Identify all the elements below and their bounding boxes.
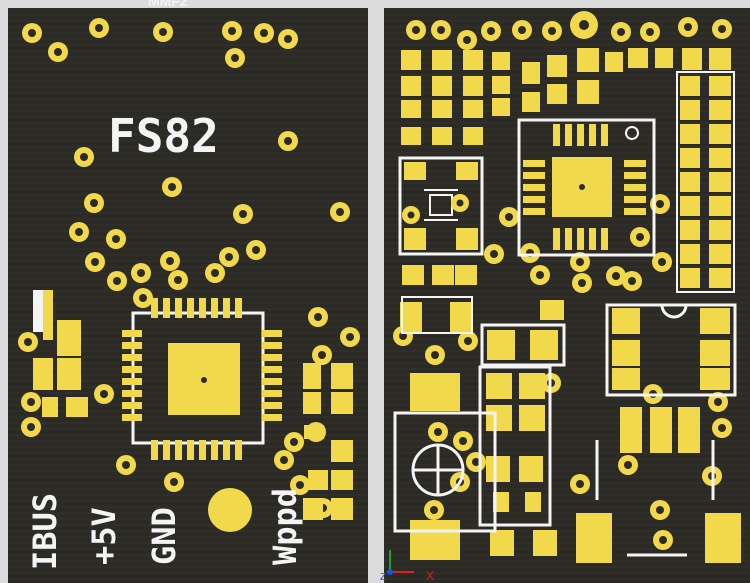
via xyxy=(162,177,182,197)
via xyxy=(630,227,650,247)
via xyxy=(205,263,225,283)
via xyxy=(618,455,638,475)
via xyxy=(222,21,242,41)
via xyxy=(453,431,473,451)
via xyxy=(21,392,41,412)
crystal-footprint xyxy=(398,156,484,256)
via xyxy=(233,204,253,224)
via xyxy=(428,422,448,442)
right-board: Z X xyxy=(380,8,750,583)
via xyxy=(512,20,532,40)
via xyxy=(340,327,360,347)
via xyxy=(89,18,109,38)
via xyxy=(520,243,540,263)
via xyxy=(284,432,304,452)
via xyxy=(106,229,126,249)
via xyxy=(219,247,239,267)
via xyxy=(246,240,266,260)
pin-label-5v: +5V xyxy=(85,507,123,565)
via xyxy=(530,265,550,285)
via xyxy=(131,263,151,283)
via xyxy=(481,21,501,41)
via xyxy=(652,252,672,272)
via xyxy=(650,500,670,520)
pin-labels: IBUS +5V GND Wppd xyxy=(26,488,304,570)
via xyxy=(312,345,332,365)
via xyxy=(22,23,42,43)
via xyxy=(622,271,642,291)
via xyxy=(425,345,445,365)
via xyxy=(424,500,444,520)
right-passives xyxy=(400,265,741,563)
via xyxy=(402,206,420,224)
board-title: FS82 xyxy=(108,109,219,163)
left-connector xyxy=(33,290,88,417)
via xyxy=(640,22,660,42)
via xyxy=(570,474,590,494)
via xyxy=(484,244,504,264)
via xyxy=(572,273,592,293)
via xyxy=(225,48,245,68)
via xyxy=(606,266,626,286)
via xyxy=(653,530,673,550)
via xyxy=(168,270,188,290)
right-pad-grid xyxy=(401,48,731,288)
via xyxy=(712,418,732,438)
via xyxy=(153,22,173,42)
via xyxy=(570,252,590,272)
via xyxy=(133,288,153,308)
via xyxy=(48,42,68,62)
via xyxy=(69,222,89,242)
left-passives xyxy=(303,363,353,520)
top-viewport-label: MMF2 xyxy=(148,0,188,9)
via xyxy=(278,29,298,49)
qfn24-chip xyxy=(517,118,656,257)
via xyxy=(457,30,477,50)
via xyxy=(94,384,114,404)
via xyxy=(570,11,598,39)
via xyxy=(466,452,486,472)
via xyxy=(274,450,294,470)
qfn32-chip xyxy=(122,298,282,460)
axis-label-x: X xyxy=(426,569,434,583)
via xyxy=(678,17,698,37)
pin-label-gnd: GND xyxy=(145,507,183,565)
via xyxy=(160,251,180,271)
via xyxy=(290,475,310,495)
left-vias xyxy=(18,18,360,518)
via xyxy=(712,19,732,39)
via xyxy=(542,21,562,41)
large-round-pad xyxy=(208,488,252,532)
right-silkscreen xyxy=(393,303,737,557)
via xyxy=(116,455,136,475)
axis-triad: Z X xyxy=(380,550,434,583)
via xyxy=(84,193,104,213)
via xyxy=(458,331,478,351)
via xyxy=(164,472,184,492)
left-board: MMF2 FS82 xyxy=(8,0,368,583)
via xyxy=(708,392,728,412)
via xyxy=(74,147,94,167)
via xyxy=(308,307,328,327)
via xyxy=(499,207,519,227)
via xyxy=(451,194,469,212)
pin-label-ibus: IBUS xyxy=(26,493,64,570)
via xyxy=(18,332,38,352)
via xyxy=(406,20,426,40)
pin-label-wppd: Wppd xyxy=(266,488,304,565)
via xyxy=(254,23,274,43)
via xyxy=(278,131,298,151)
via xyxy=(431,20,451,40)
via xyxy=(611,22,631,42)
via xyxy=(330,202,350,222)
axis-label-z: Z xyxy=(380,572,386,583)
via xyxy=(85,252,105,272)
via xyxy=(107,271,127,291)
via xyxy=(21,417,41,437)
